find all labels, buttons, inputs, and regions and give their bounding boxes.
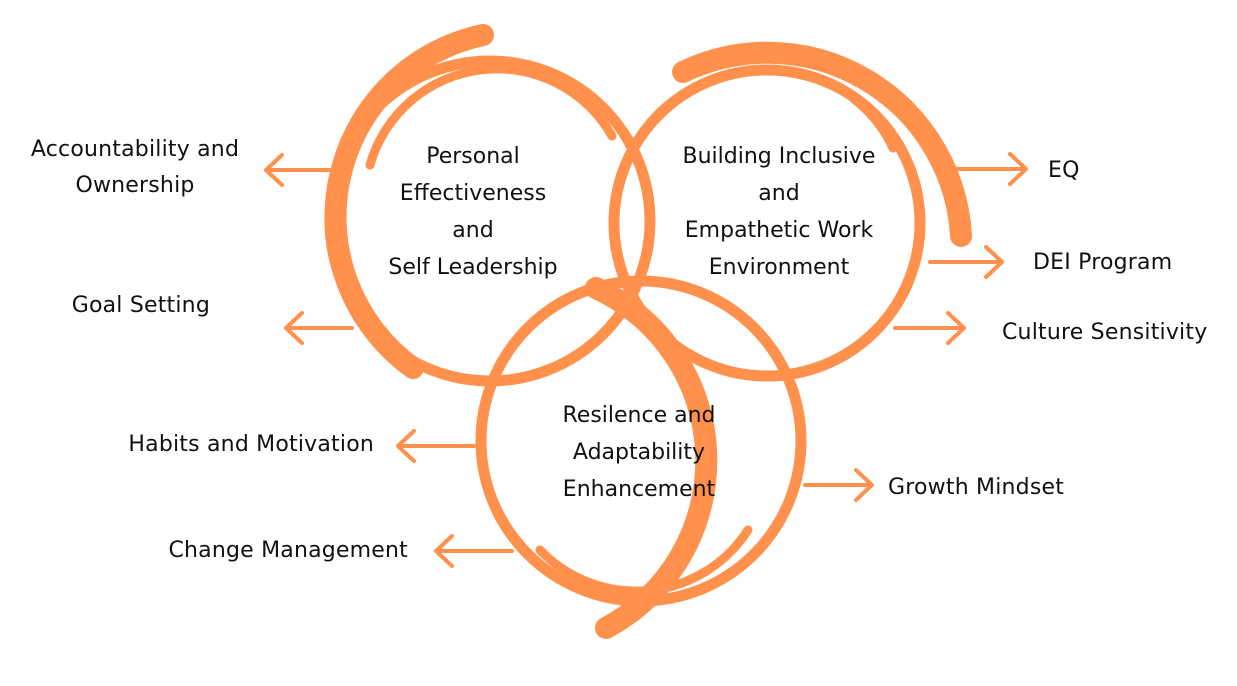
circle-text-line: Enhancement — [562, 477, 716, 502]
circle-text-line: Building Inclusive — [682, 144, 876, 169]
label-change-management: Change Management — [168, 538, 408, 563]
arrow-growth — [803, 468, 874, 502]
swoosh-top-left — [324, 24, 494, 379]
swoosh-top-right — [672, 41, 972, 247]
circle-text-resilience: Resilence and Adaptability Enhancement — [534, 397, 744, 508]
circle-text-personal: Personal Effectiveness and Self Leadersh… — [370, 138, 576, 286]
arrow-goal-setting — [284, 311, 354, 345]
label-accountability: Accountability and Ownership — [22, 132, 248, 204]
circle-text-line: Effectiveness — [399, 181, 547, 206]
circle-text-line: Resilence and — [562, 403, 716, 428]
label-growth-mindset: Growth Mindset — [888, 475, 1065, 500]
arrow-eq — [954, 152, 1028, 186]
label-habits-motivation: Habits and Motivation — [128, 432, 374, 457]
circle-text-line: and — [452, 218, 494, 243]
arrow-culture — [893, 311, 966, 345]
circle-text-line: Empathetic Work — [684, 218, 874, 243]
label-eq: EQ — [1048, 158, 1080, 183]
circle-text-line: Personal — [426, 144, 520, 169]
inner-arc-top-right — [849, 94, 898, 153]
label-goal-setting: Goal Setting — [71, 293, 210, 318]
inner-arc-bottom — [535, 525, 753, 596]
inner-arc-top-left — [365, 64, 617, 170]
label-line: Accountability and — [30, 137, 240, 162]
circle-text-inclusive: Building Inclusive and Empathetic Work E… — [672, 138, 886, 286]
circle-inclusive-environment — [608, 64, 926, 382]
circle-text-line: Environment — [708, 255, 850, 280]
label-culture-sensitivity: Culture Sensitivity — [1002, 320, 1208, 345]
label-line: Ownership — [75, 173, 195, 198]
arrow-change — [434, 534, 514, 568]
arrow-accountability — [264, 153, 332, 187]
arrow-dei — [928, 245, 1004, 279]
circle-text-line: Self Leadership — [388, 255, 558, 280]
label-dei-program: DEI Program — [1033, 250, 1173, 275]
circle-text-line: and — [758, 181, 800, 206]
circle-text-line: Adaptability — [572, 440, 706, 465]
arrow-habits — [396, 429, 476, 463]
